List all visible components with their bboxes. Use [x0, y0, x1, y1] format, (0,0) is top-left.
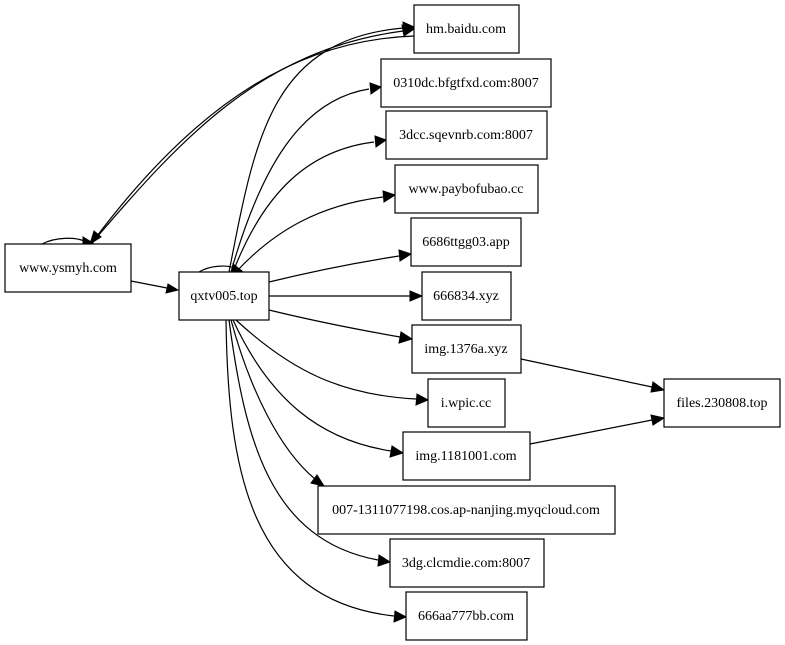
node-label: img.1376a.xyz — [424, 342, 507, 357]
edge-qxtv-to-clcmdie — [228, 319, 392, 567]
node-qxtv005-top: qxtv005.top — [178, 271, 270, 321]
node-label: files.230808.top — [677, 396, 768, 411]
edge-qxtv-to-ttgg03 — [268, 249, 413, 283]
edge-qxtv-to-sqevnrb — [232, 135, 388, 273]
node-www-paybofubao-cc: www.paybofubao.cc — [394, 164, 539, 214]
node-label: www.paybofubao.cc — [409, 182, 524, 197]
node-label: 3dcc.sqevnrb.com:8007 — [399, 128, 533, 143]
node-6686ttgg03-app: 6686ttgg03.app — [410, 217, 522, 267]
edge-img1376a-to-files230808 — [520, 358, 666, 393]
node-myqcloud-com: 007-1311077198.cos.ap-nanjing.myqcloud.c… — [317, 485, 616, 535]
node-label: 007-1311077198.cos.ap-nanjing.myqcloud.c… — [332, 503, 600, 518]
edge-qxtv-to-paybofubao — [235, 190, 397, 273]
node-img-1181001-com: img.1181001.com — [402, 431, 531, 481]
node-label: 0310dc.bfgtfxd.com:8007 — [393, 76, 538, 91]
edge-ysmyh-to-baidu — [90, 24, 416, 245]
edge-qxtv-to-baidu — [228, 21, 416, 273]
edge-qxtv-to-img1181001 — [232, 319, 405, 458]
edge-qxtv-to-666834 — [269, 290, 424, 302]
node-files-230808-top: files.230808.top — [663, 378, 781, 428]
edge-qxtv-to-aa777bb — [225, 319, 408, 623]
edge-qxtv-to-wpic — [235, 319, 430, 406]
node-3dg-clcmdie-com: 3dg.clcmdie.com:8007 — [389, 538, 545, 588]
node-3dcc-sqevnrb-com: 3dcc.sqevnrb.com:8007 — [385, 110, 548, 160]
edge-baidu-to-ysmyh — [89, 35, 415, 246]
node-label: hm.baidu.com — [426, 22, 506, 37]
node-img-1376a-xyz: img.1376a.xyz — [411, 324, 522, 374]
node-label: www.ysmyh.com — [19, 261, 117, 276]
node-i-wpic-cc: i.wpic.cc — [427, 378, 506, 428]
edge-qxtv-to-img1376a — [268, 309, 414, 344]
node-hm-baidu-com: hm.baidu.com — [413, 4, 520, 54]
node-666aa777bb-com: 666aa777bb.com — [405, 591, 528, 641]
nodes-layer: www.ysmyh.com qxtv005.top hm.baidu.com 0… — [4, 4, 781, 641]
node-label: img.1181001.com — [415, 449, 516, 464]
node-label: 666834.xyz — [433, 289, 499, 304]
node-0310dc-bfgtfxd-com: 0310dc.bfgtfxd.com:8007 — [380, 58, 552, 108]
edge-ysmyh-to-qxtv — [130, 280, 180, 294]
edges-layer — [41, 21, 666, 623]
edge-img1181001-to-files230808 — [529, 414, 666, 445]
node-666834-xyz: 666834.xyz — [421, 271, 512, 321]
edge-qxtv-to-bfgtfxd — [230, 82, 383, 273]
node-label: 666aa777bb.com — [418, 609, 514, 624]
node-label: 3dg.clcmdie.com:8007 — [402, 556, 530, 571]
node-label: i.wpic.cc — [441, 396, 492, 411]
node-label: 6686ttgg03.app — [422, 235, 510, 250]
node-label: qxtv005.top — [190, 289, 257, 304]
node-www-ysmyh-com: www.ysmyh.com — [4, 243, 132, 293]
edge-qxtv-to-myqcloud — [230, 319, 326, 487]
